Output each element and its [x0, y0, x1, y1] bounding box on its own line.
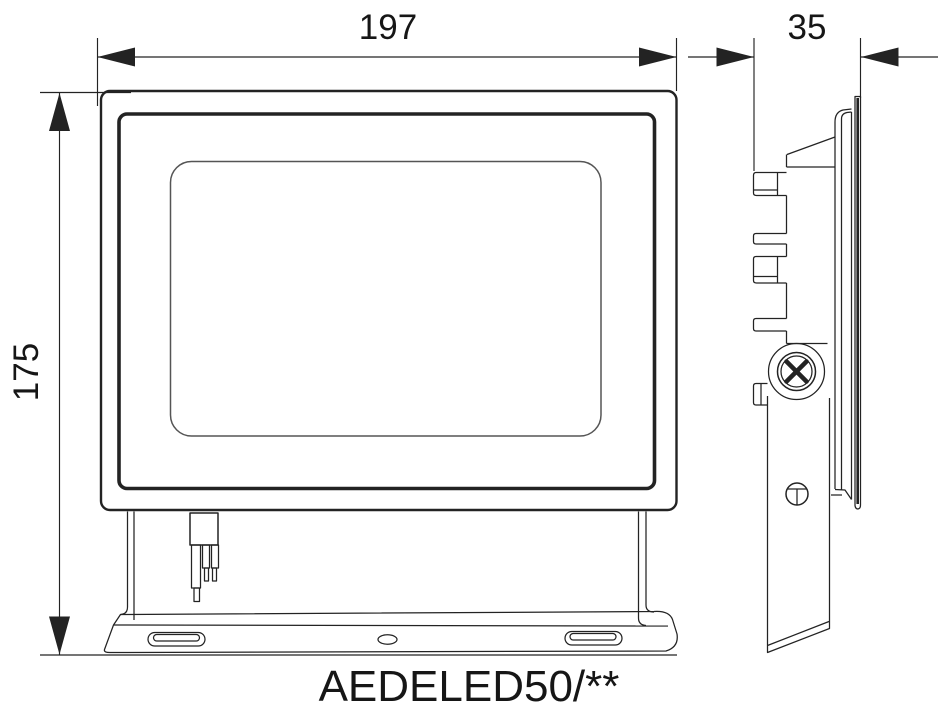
dimension-width: 197: [96, 8, 678, 106]
wire-right-tip: [211, 567, 218, 582]
center-hole: [377, 634, 398, 645]
wire-mid: [201, 544, 211, 569]
housing-top-profile: [785, 136, 836, 168]
pivot-screw: [776, 351, 817, 392]
front-plate: [850, 95, 862, 510]
mounting-slot-left: [147, 631, 206, 647]
base-front-top-edge: [113, 624, 669, 627]
housing-side-left-outer: [120, 511, 129, 616]
rim-bottom-cap: [834, 488, 853, 500]
dimension-height: 175: [7, 91, 677, 656]
arrowhead-left-icon: [97, 47, 135, 67]
lens-panel: [169, 160, 602, 437]
arrowhead-right-icon: [861, 47, 899, 67]
arrowhead-up-icon: [49, 93, 70, 131]
fin-2: [752, 232, 787, 245]
dimension-depth-label: 35: [788, 8, 827, 47]
rim-outer: [834, 108, 852, 489]
housing-rim: [831, 108, 853, 500]
wire-mid-tip: [203, 567, 210, 582]
front-view: [99, 89, 678, 654]
bracket-side-tab: [752, 382, 768, 406]
fin-1-detail: [753, 172, 779, 196]
outer-bezel: [99, 89, 678, 512]
cable-gland: [189, 512, 219, 546]
mounting-slot-left-lip: [152, 633, 201, 642]
screw-head-inner: [780, 355, 813, 388]
mounting-slot-right-lip: [569, 632, 617, 641]
mounting-bracket: [752, 342, 831, 654]
screw-head: [785, 482, 809, 506]
dimension-height-label: 175: [7, 343, 46, 401]
wire-right: [210, 544, 220, 569]
locking-screw: [785, 482, 809, 506]
front-plate-outline: [854, 95, 862, 510]
arrowhead-left-icon: [716, 47, 754, 67]
dimension-depth: 35: [688, 8, 938, 171]
housing-side-right-outer: [645, 511, 655, 613]
fin-4: [752, 317, 787, 332]
side-view: [752, 95, 862, 654]
dimension-width-label: 197: [359, 8, 417, 47]
wire-left-tip: [193, 587, 201, 603]
screw-slot-icon: [787, 488, 807, 505]
bracket-arm-outline: [766, 396, 831, 654]
mounting-base: [103, 610, 678, 654]
fin-1: [752, 171, 787, 197]
inner-frame: [117, 112, 657, 491]
mounting-slot-right: [564, 630, 623, 646]
arrowhead-right-icon: [639, 47, 677, 67]
rim-inner: [840, 111, 852, 490]
bracket-pivot-boss: [767, 342, 826, 401]
fin-3-detail: [753, 256, 779, 283]
phillips-cross-icon: [784, 359, 809, 384]
screw-head-outer: [776, 351, 817, 392]
wire-left: [190, 544, 202, 589]
power-cable: [189, 512, 220, 603]
model-label: AEDELED50/**: [319, 662, 620, 711]
fin-3: [752, 255, 787, 284]
bracket-arm-bottom-edge: [767, 620, 830, 647]
arrowhead-down-icon: [49, 616, 70, 655]
housing-side-right-inner: [637, 511, 647, 627]
heatsink: [752, 136, 836, 344]
base-outline: [103, 610, 678, 654]
